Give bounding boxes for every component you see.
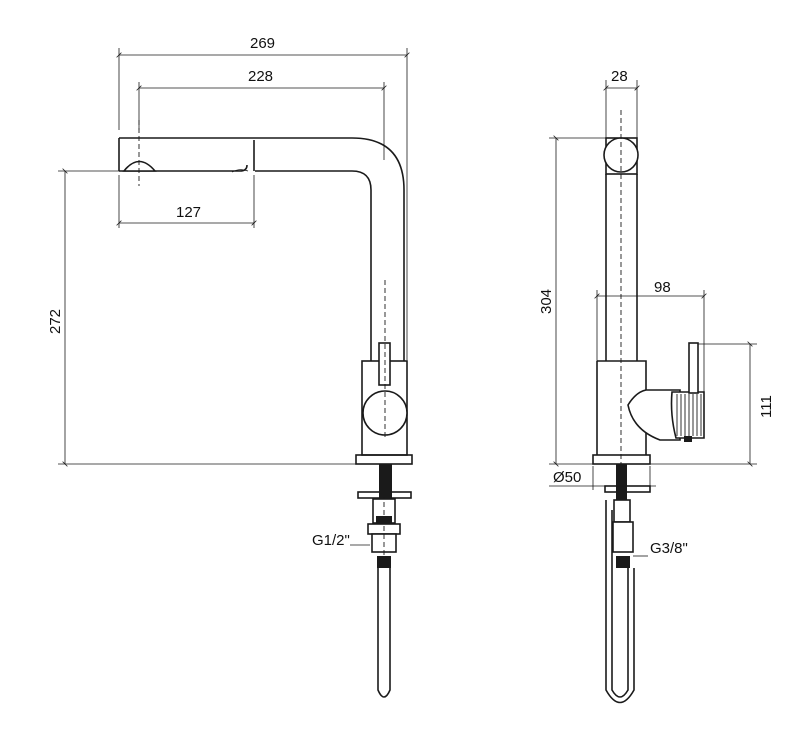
front-spout (603, 110, 639, 470)
side-fittings: G1/2" (312, 464, 412, 698)
dim-111-label: 111 (758, 395, 775, 418)
dim-269-label: 269 (250, 35, 275, 52)
dim-304-label: 304 (538, 289, 555, 314)
dim-228-label: 228 (248, 68, 273, 85)
front-thread-label: G3/8" (650, 540, 688, 557)
front-fittings: G3/8" (604, 464, 688, 704)
spout (118, 120, 405, 361)
dim-98-label: 98 (654, 279, 671, 296)
front-view: G3/8" 28 304 98 111 (538, 68, 775, 704)
front-body (592, 342, 705, 465)
dim-127-label: 127 (176, 204, 201, 221)
side-thread-label: G1/2" (312, 532, 350, 549)
side-view: G1/2" 269 228 127 272 (47, 35, 413, 698)
tap-body (355, 280, 413, 465)
side-dimensions: 269 228 127 272 (47, 35, 410, 467)
lever-knurl (676, 394, 702, 436)
dim-272-label: 272 (47, 309, 64, 334)
front-dimensions: 28 304 98 111 Ø50 (538, 68, 775, 490)
dim-28-label: 28 (611, 68, 628, 85)
dim-diameter-label: Ø50 (553, 469, 581, 486)
